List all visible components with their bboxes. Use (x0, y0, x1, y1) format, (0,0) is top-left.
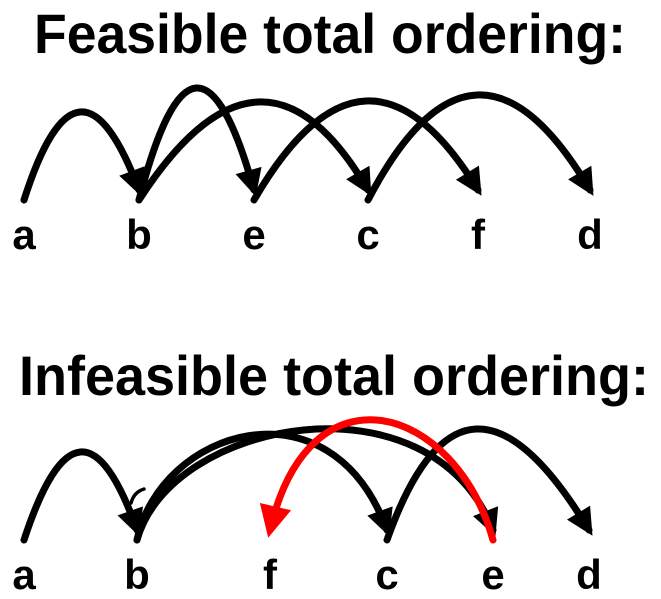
node-label-infeasible-e: e (481, 551, 504, 598)
node-label-feasible-d: d (577, 211, 603, 258)
stray-mark (129, 487, 146, 505)
node-label-feasible-b: b (126, 211, 152, 258)
node-label-infeasible-a: a (12, 551, 36, 598)
node-label-infeasible-b: b (124, 551, 150, 598)
infeasible-title: Infeasible total ordering: (19, 344, 649, 407)
arc-a-to-b (20, 448, 143, 544)
arc-b-to-e (133, 425, 499, 544)
node-label-feasible-f: f (471, 211, 486, 258)
feasible-title: Feasible total ordering: (34, 2, 626, 65)
arc-c-to-d (364, 91, 594, 204)
node-label-feasible-a: a (12, 211, 36, 258)
node-label-feasible-c: c (356, 211, 379, 258)
arc-a-to-b (20, 108, 145, 204)
node-label-infeasible-f: f (263, 551, 278, 598)
node-label-feasible-e: e (242, 211, 265, 258)
arc-e-to-f (250, 97, 482, 204)
arc-b-to-c (133, 430, 393, 544)
node-label-infeasible-c: c (375, 551, 398, 598)
arc-b-to-c (135, 98, 372, 204)
node-label-infeasible-d: d (576, 551, 602, 598)
arc-b-to-e (135, 84, 262, 204)
arc-c-to-d (383, 425, 593, 544)
arc-e-to-f (259, 416, 497, 544)
